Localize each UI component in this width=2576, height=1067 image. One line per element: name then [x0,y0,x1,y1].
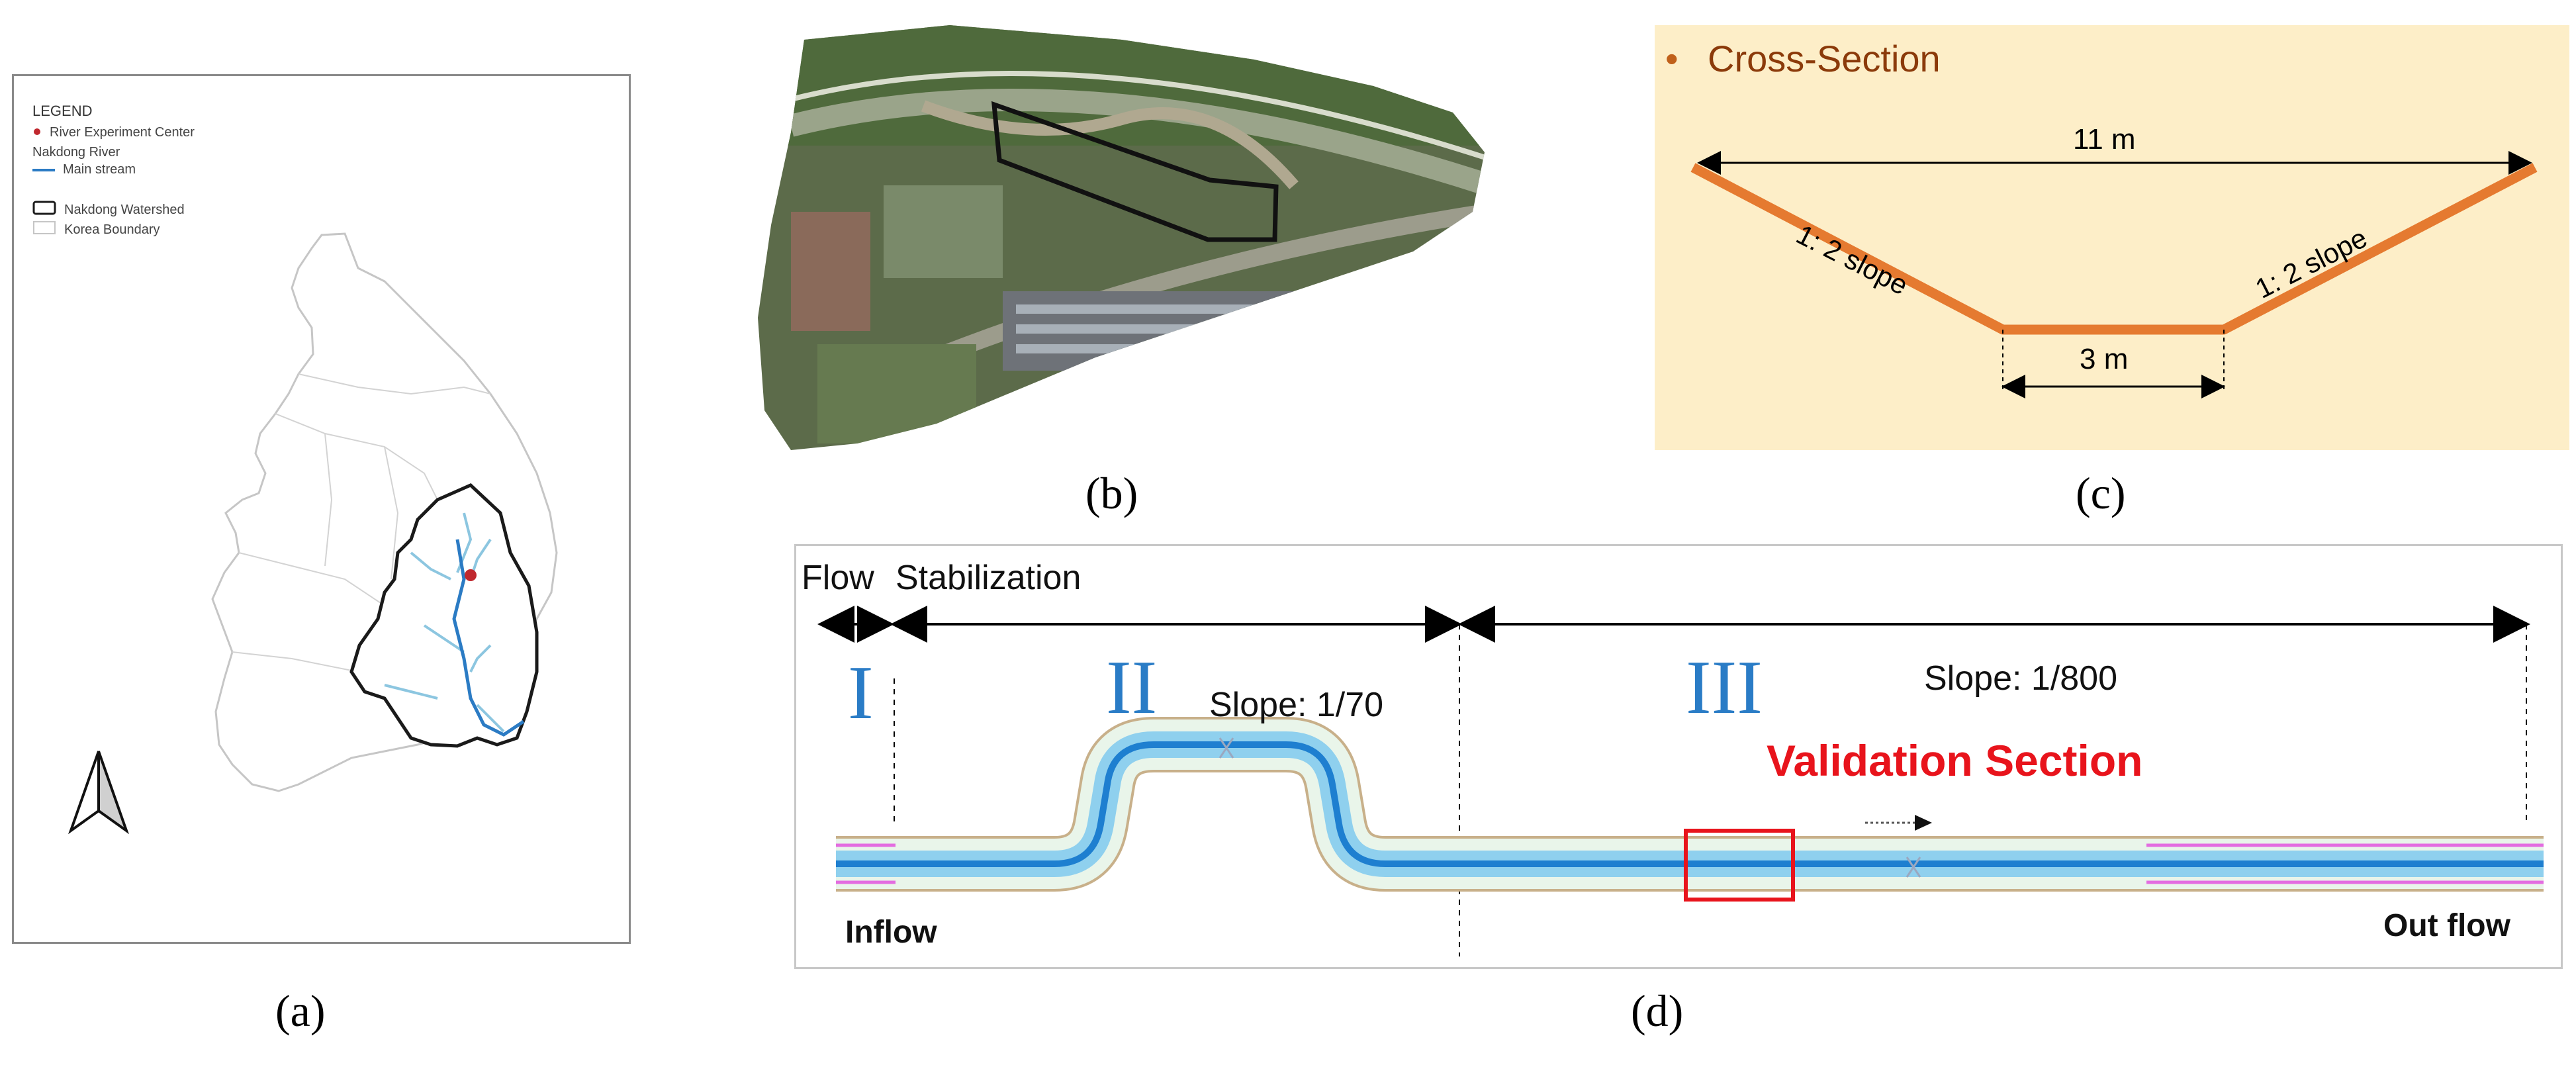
river-experiment-center-marker [465,569,477,581]
cross-marker-upper [1219,737,1234,759]
legend-item-korea-boundary: Korea Boundary [32,220,160,239]
aerial-photo [758,25,1485,450]
channel-profile [1690,163,2538,335]
panel-c-cross-section: • Cross-Section 11 m 3 m 1: 2 slope 1: 2… [1655,25,2569,450]
channel-plan-diagram [817,606,2544,956]
inflow-label: Inflow [845,915,937,950]
nakdong-watershed-outline [349,483,539,748]
bottom-width-label: 3 m [2080,343,2129,375]
flow-label: Flow [802,559,874,597]
stabilization-label: Stabilization [896,559,1081,597]
legend-label-main-stream: Main stream [63,162,136,177]
slope-section-3-label: Slope: 1/800 [1924,659,2118,698]
title-bullet: • [1665,38,1679,79]
province-lines [232,373,491,686]
cross-marker-lower [1906,857,1921,878]
caption-d: (d) [1631,986,1684,1036]
legend-label-experiment-center: River Experiment Center [50,125,195,140]
channel-core [836,741,2544,867]
main-stream-line-icon [32,162,55,177]
watershed-box-icon [32,201,56,219]
korea-map [68,232,558,835]
top-width-label: 11 m [2073,123,2136,156]
caption-b: (b) [1085,468,1138,518]
section-2-numeral: II [1106,645,1158,730]
tributaries [384,512,505,733]
caption-c: (c) [2076,468,2126,518]
study-site-boundary [991,101,1279,242]
validation-section-label: Validation Section [1767,736,2143,785]
main-stream [452,539,525,737]
legend-title: LEGEND [32,103,93,119]
legend-group-nakdong: Nakdong River [32,145,120,160]
panel-a-map: LEGEND River Experiment Center Nakdong R… [12,74,631,944]
cross-section-title: Cross-Section [1708,38,1941,79]
legend-item-main-stream: Main stream [32,162,136,177]
flow-gauge-icon [1865,815,1932,831]
experiment-center-marker-icon [32,125,42,140]
legend-label-korea-boundary: Korea Boundary [64,222,160,237]
panel-b-aerial-photo [751,13,1489,457]
slope-section-2-label: Slope: 1/70 [1209,686,1384,724]
korea-boundary-box-icon [32,220,56,239]
legend-label-watershed: Nakdong Watershed [64,202,185,217]
outflow-label: Out flow [2383,908,2510,943]
panel-d-channel-plan: Flow Stabilization I II III Slope: 1/70 … [794,544,2563,969]
north-arrow-icon [68,751,129,835]
validation-section-box [1684,829,1795,902]
section-3-numeral: III [1686,645,1763,730]
caption-a: (a) [275,986,326,1036]
legend-label-nakdong-river: Nakdong River [32,145,120,160]
legend-item-experiment-center: River Experiment Center [32,125,195,140]
legend-item-watershed: Nakdong Watershed [32,201,185,219]
section-1-numeral: I [848,651,874,735]
cross-section-diagram [1690,151,2538,398]
